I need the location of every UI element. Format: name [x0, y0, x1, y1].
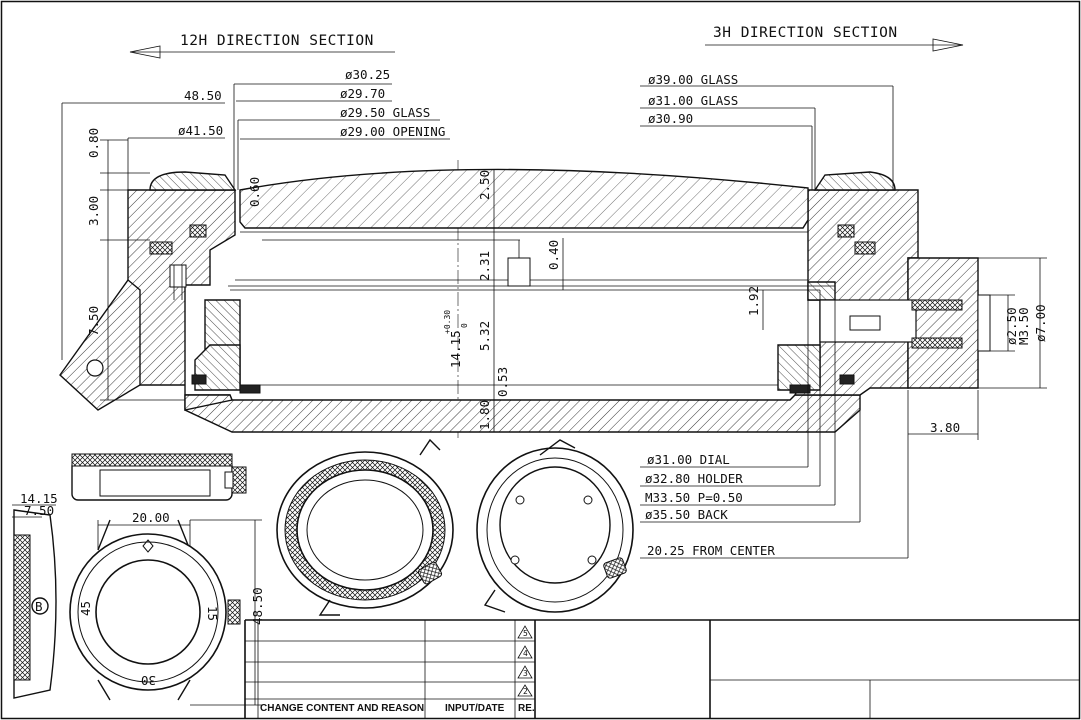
dim-w2: 7.50 — [24, 503, 54, 518]
inner-ring-right — [777, 344, 821, 391]
dim-r5: ø35.50 BACK — [645, 507, 728, 522]
bezel-45: 45 — [78, 601, 93, 616]
iso-view-front — [276, 438, 454, 616]
col-re-header: RE. — [518, 703, 535, 714]
dim-d2: ø29.70 — [340, 86, 385, 101]
dim-v1: 0.80 — [86, 128, 101, 158]
bezel-right — [813, 171, 896, 191]
case-back — [184, 394, 861, 433]
dim-v15: ø7.00 — [1033, 304, 1048, 342]
dim-v12: 1.80 — [477, 400, 492, 430]
lug — [59, 278, 141, 411]
col-change-header: CHANGE CONTENT AND REASON — [260, 703, 424, 714]
dim-v10: 14.15 — [448, 330, 463, 368]
dim-v4: 0.60 — [247, 177, 262, 207]
dim-d3: ø29.50 GLASS — [340, 105, 430, 120]
rev-mark-5: 5 — [523, 629, 528, 638]
rev-mark-2: 2 — [523, 687, 528, 696]
dim-v10-tol-lower: 0 — [460, 323, 469, 328]
dim-v13: ø2.50 — [1004, 307, 1019, 345]
dim-r3: ø32.80 HOLDER — [645, 471, 743, 486]
dim-v5: 2.50 — [477, 170, 492, 200]
rev-mark-4: 4 — [523, 649, 528, 658]
crown — [907, 257, 979, 389]
dim-v2: 3.00 — [86, 196, 101, 226]
logo-text: B — [35, 599, 43, 614]
dim-v3: 7.50 — [86, 306, 101, 336]
bezel-30: 30 — [141, 673, 156, 688]
dim-d5: 48.50 — [184, 88, 222, 103]
right-section-title: 3H DIRECTION SECTION — [713, 25, 898, 41]
front-view: 20.00 45 15 30 48.50 — [69, 510, 265, 706]
dim-d8: ø31.00 GLASS — [648, 93, 738, 108]
dim-d1: ø30.25 — [345, 67, 390, 82]
dim-v14: M3.50 — [1016, 307, 1031, 345]
col-input-header: INPUT/DATE — [445, 703, 505, 714]
dim-v11: 0.53 — [495, 367, 510, 397]
dim-r4: M33.50 P=0.50 — [645, 490, 743, 505]
left-section-title: 12H DIRECTION SECTION — [180, 33, 374, 49]
dim-d9: ø30.90 — [648, 111, 693, 126]
dim-d7: ø39.00 GLASS — [648, 72, 738, 87]
dim-r6: 20.25 FROM CENTER — [647, 543, 775, 558]
dim-d4: ø29.00 OPENING — [340, 124, 445, 139]
left-section-header: 12H DIRECTION SECTION — [129, 33, 395, 59]
right-section-header: 3H DIRECTION SECTION — [705, 25, 964, 52]
side-view-left: B 14.15 7.50 — [12, 491, 58, 699]
bezel-15: 15 — [205, 606, 220, 621]
dim-w3: 20.00 — [132, 510, 170, 525]
iso-view-back — [476, 439, 634, 613]
dimensions: ø30.25 ø29.70 ø29.50 GLASS ø29.00 OPENIN… — [61, 67, 1048, 559]
rev-mark-3: 3 — [523, 669, 528, 678]
side-view-top — [71, 453, 247, 501]
dim-v10-tol-upper: +0.30 — [443, 310, 452, 334]
dim-v7: 0.40 — [546, 240, 561, 270]
dim-d6: ø41.50 — [178, 123, 223, 138]
dim-h1: 48.50 — [250, 587, 265, 625]
cross-section — [59, 160, 991, 440]
dim-w1: 14.15 — [20, 491, 58, 506]
revision-table: CHANGE CONTENT AND REASON INPUT/DATE RE.… — [244, 619, 1079, 718]
dim-r1: 3.80 — [930, 420, 960, 435]
dim-v6: 2.31 — [477, 251, 492, 281]
crystal — [239, 168, 809, 229]
dim-r2: ø31.00 DIAL — [647, 452, 730, 467]
dim-v9: 5.32 — [477, 321, 492, 351]
bezel-left — [149, 171, 237, 191]
dim-v8: 1.92 — [746, 286, 761, 316]
